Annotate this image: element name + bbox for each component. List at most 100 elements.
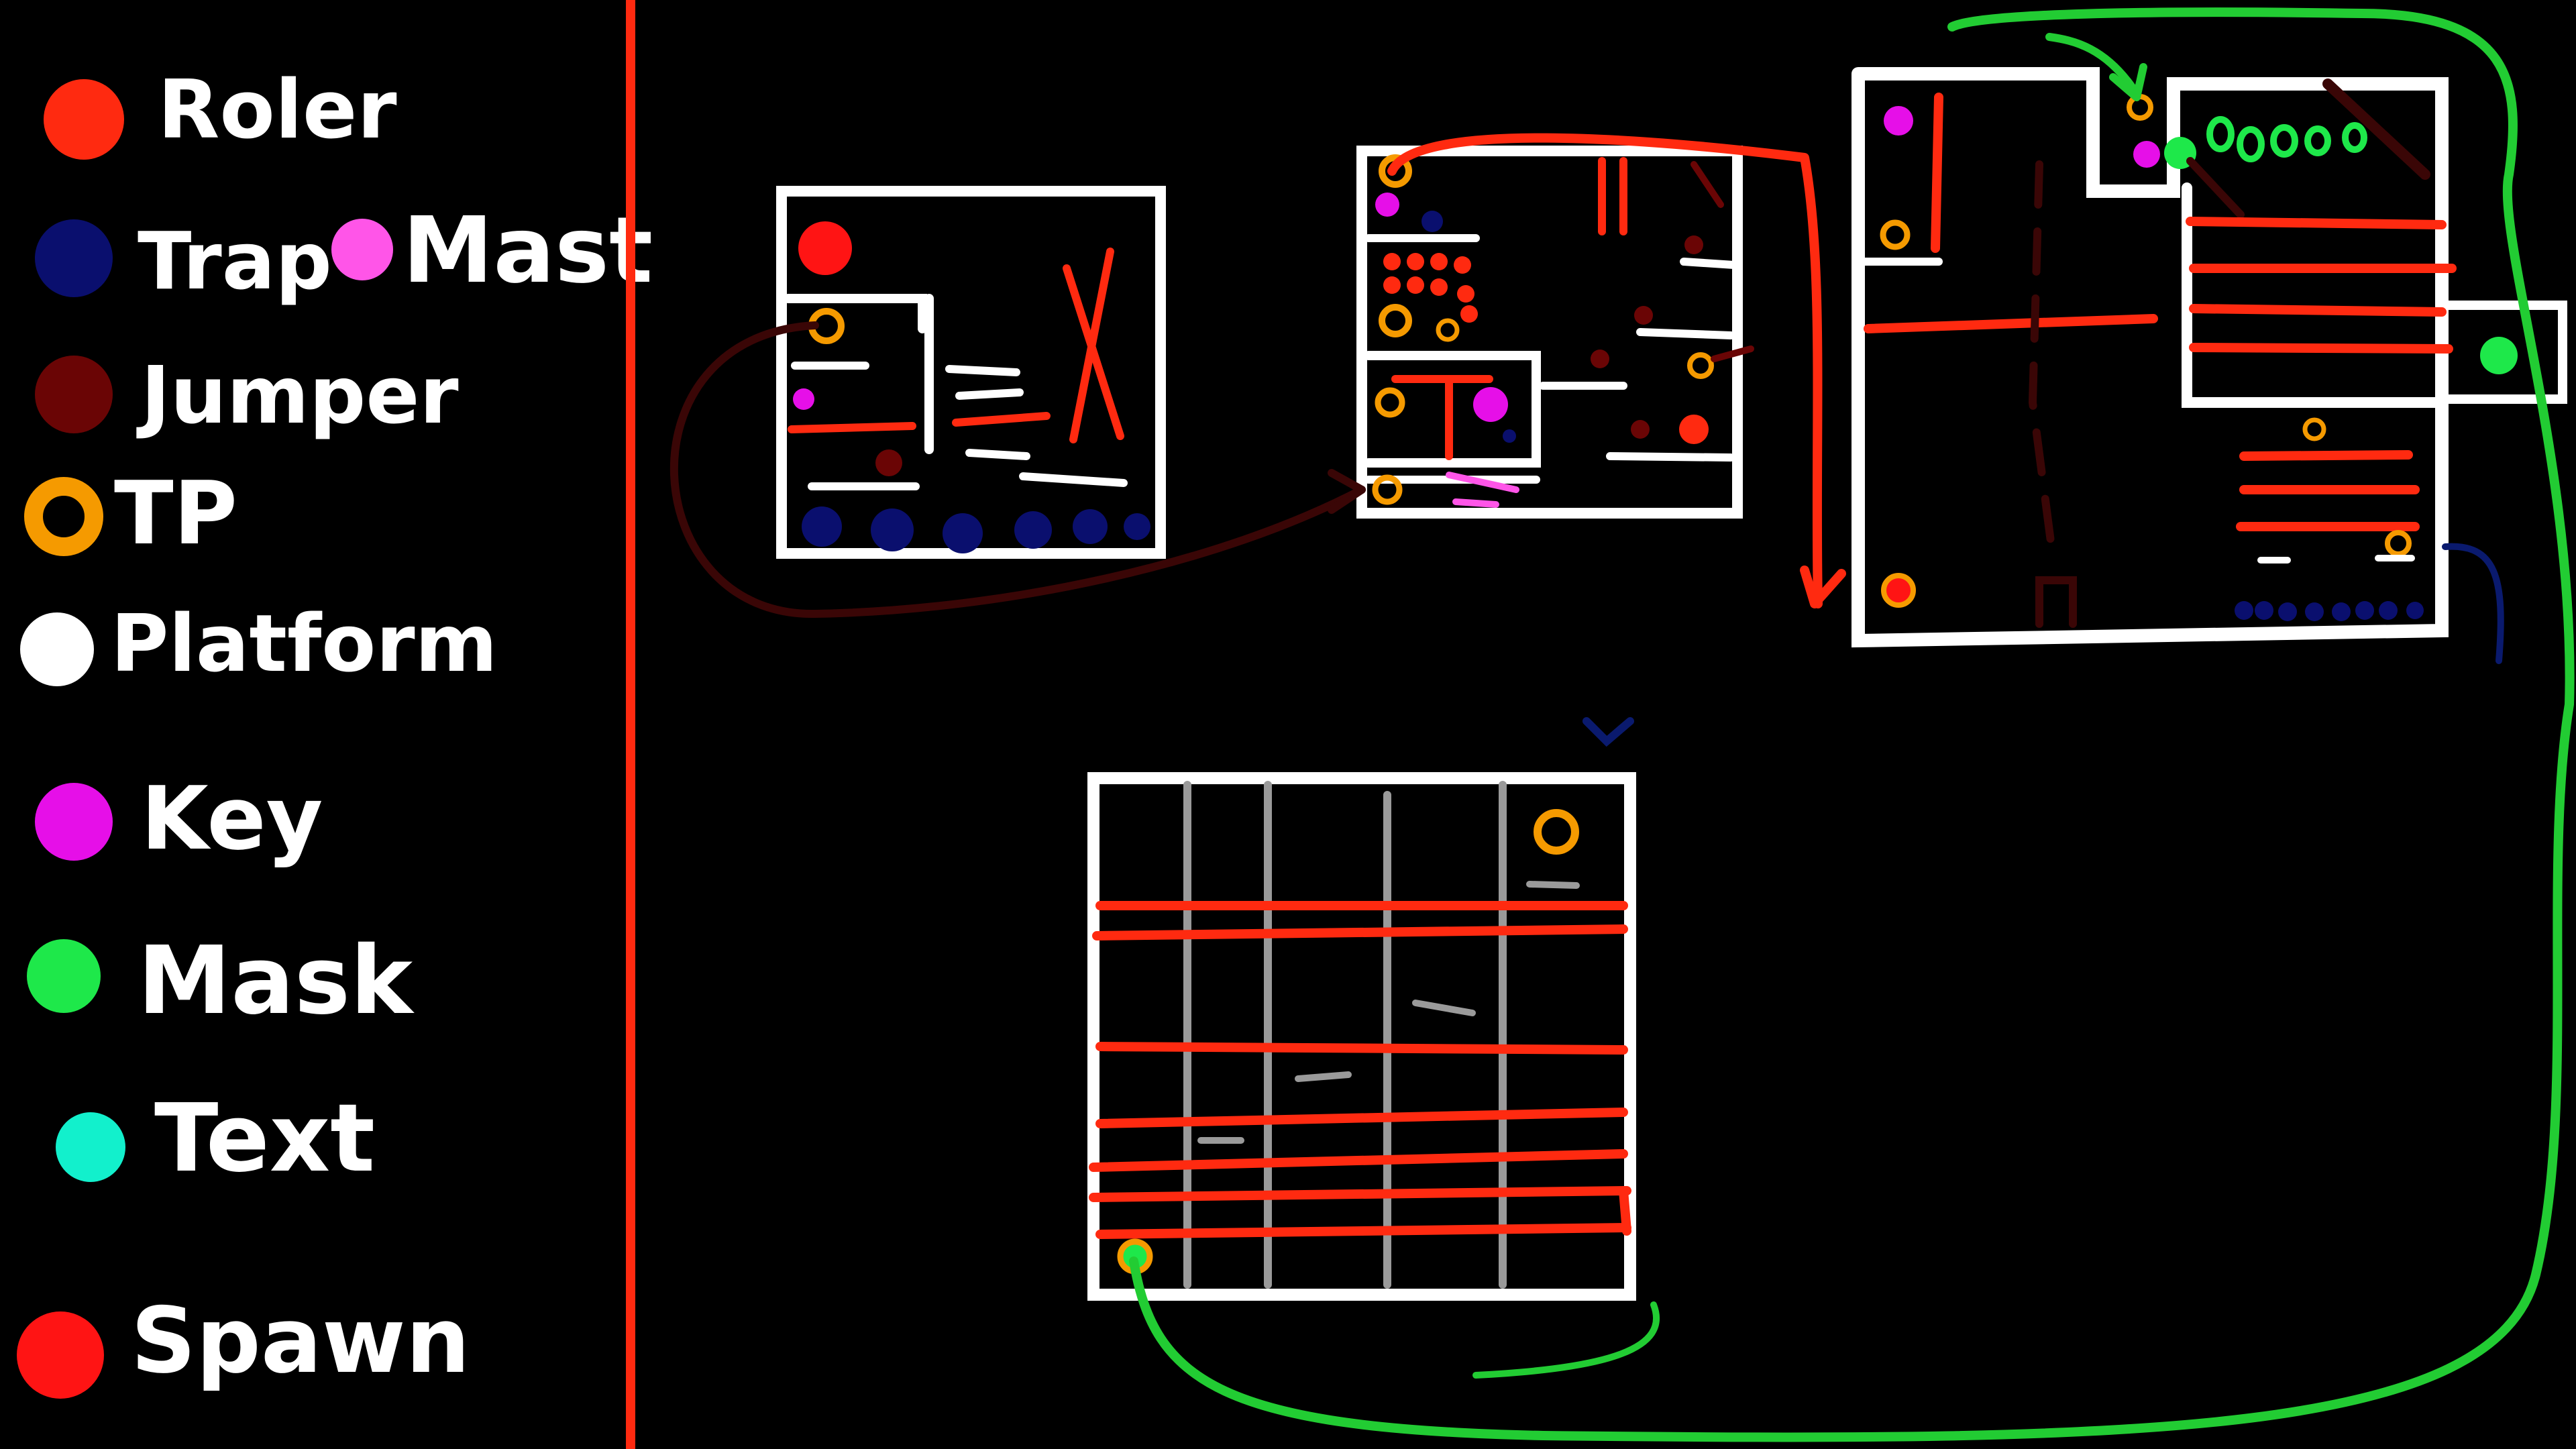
room-2-jumper-mark [1690,161,1724,208]
room-1-key-icon [793,388,814,410]
mask-swatch-icon [27,939,101,1013]
room-1-inner-wall [784,294,927,333]
room-4 [1087,717,1636,1301]
legend-item-platform: Platform [20,597,498,690]
room-1-trap-row [802,506,1150,553]
room-3-tp-spawn-icon [1881,573,1916,608]
room-2-platform [1680,258,1738,269]
mask-icon [2206,116,2235,152]
room-1-platform [965,449,1030,460]
legend-label-jumper: Jumper [136,349,459,441]
room-3-jumper-mark [2186,157,2245,219]
room-2-tp-icon [1687,352,1714,379]
trap-icon [1073,509,1108,544]
trap-icon [943,513,983,553]
room-3-roller-bars-lower [2236,450,2420,531]
connection-room4-to-room3 [1129,7,2575,1442]
legend-label-spawn: Spawn [131,1288,470,1393]
trap-icon [1014,511,1052,549]
room-3-trap-row [2235,601,2424,621]
key-swatch-icon [35,783,113,861]
connection-room1-to-room2-arrow-icon [1328,469,1366,514]
roller-swatch-icon [44,79,124,160]
tp-ring-icon [24,477,103,556]
room-1-platform [955,388,1024,400]
mast-swatch-icon [331,219,393,280]
room-2-platform [1636,328,1735,339]
legend-item-spawn: Spawn [17,1288,470,1399]
room-2-tp-icon [1436,318,1460,342]
room-2-inner-box [1364,351,1541,468]
room-1 [776,186,1166,559]
room-2-jumper-icon [1634,306,1653,325]
legend-item-text: Text [56,1084,375,1193]
room-2-jumper-icon [1631,420,1650,439]
room-3-jumper-dashes [2028,160,2057,561]
room-2-jumper-icon [1684,235,1703,254]
room-2-tp-icon [1375,387,1405,418]
jumper-swatch-icon [35,356,113,433]
trap-swatch-icon [35,219,113,297]
legend-label-tp: TP [114,462,237,564]
room-3-outline [1851,67,2449,648]
room-3-tp-icon [1880,219,1911,250]
room-3 [1851,67,2567,664]
room-3-tp-icon [2302,417,2326,441]
room-3-drop-path [2442,543,2504,664]
room-1-roller-cross [1069,248,1114,443]
legend-label-text: Text [154,1084,375,1193]
room-3-jumper-mark [2322,78,2430,180]
legend-item-key: Key [35,767,323,869]
room-2-jumper-mark [1711,345,1754,362]
room-3-mask-row [2206,116,2367,162]
room-3-tp-icon [2127,94,2153,121]
room-2 [1356,146,1754,519]
text-swatch-icon [56,1112,125,1182]
room-2-outline [1356,146,1743,519]
room-2-mast-bar [1452,498,1499,508]
room-2-trap-icon [1421,211,1443,232]
legend-label-mask: Mask [138,926,415,1036]
room-3-key-icon [2133,141,2160,168]
connection-room4-exit [1472,1301,1660,1379]
room-2-key-icon [1473,387,1508,422]
room-2-tp-icon [1379,304,1412,337]
legend-label-trap: Trap [138,215,332,307]
mask-icon [2270,124,2298,158]
legend-item-roller: Roler [44,64,397,160]
room-1-outline [776,186,1166,559]
room-4-outline [1087,772,1636,1301]
room-3-roller-bar [1864,314,2158,333]
trap-icon [802,506,842,547]
room-4-tp-icon [1534,809,1579,855]
room-3-side-annex [2444,301,2567,404]
room-1-spawn-icon [798,221,852,275]
room-4-platform [1526,881,1580,889]
room-2-roller-cluster [1383,253,1478,323]
room-2-tp-icon [1379,154,1412,188]
room-4-platform [1295,1071,1352,1082]
legend-label-key: Key [141,767,323,869]
spawn-swatch-icon [17,1311,104,1399]
trap-icon [1124,513,1150,540]
legend-item-trap: Trap [35,215,332,307]
trap-icon [871,508,914,551]
room-4-roller-bars [1089,901,1631,1239]
room-3-roller-bars-upper [2186,217,2457,354]
room-3-mask-icon [2480,337,2518,374]
mask-icon [2342,122,2367,153]
connections [670,7,2575,1442]
room-3-inner-wall [2182,182,2447,408]
legend-item-mast: Mast [331,198,653,304]
room-3-roller-bar [1931,93,1943,253]
room-4-pillars [1183,781,1507,1289]
room-2-platform [1606,452,1735,462]
legend-label-mast: Mast [402,198,653,304]
room-2-mast-bar [1446,472,1519,493]
connection-room3-top-arrow [2045,33,2141,98]
room-1-roller-bar [952,412,1051,427]
legend-label-platform: Platform [111,597,498,690]
room-3-tp-icon [2385,530,2412,557]
room-2-roller-icon [1679,415,1709,444]
